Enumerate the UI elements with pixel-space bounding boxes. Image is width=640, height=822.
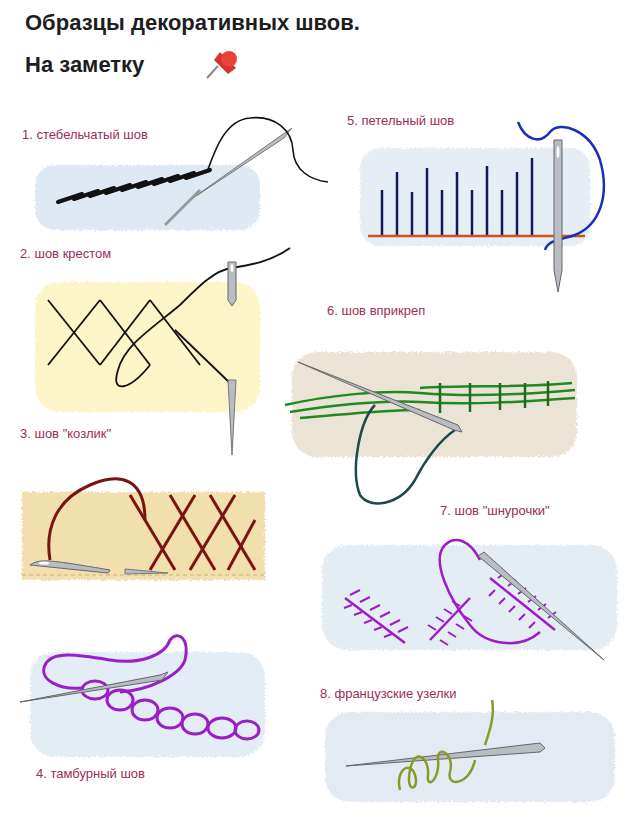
- french-knot: [325, 700, 615, 802]
- couching-stitch: [285, 352, 577, 503]
- cord-stitch: [322, 540, 617, 660]
- stitch-label: 5. петельный шов: [345, 113, 456, 128]
- page-subtitle: На заметку: [25, 52, 144, 78]
- stitch-label: 7. шов "шнурочки": [438, 503, 552, 518]
- stitch-label: 6. шов вприкреп: [325, 303, 427, 318]
- blanket-stitch: [360, 122, 604, 292]
- stitch-label: 4. тамбурный шов: [34, 766, 147, 781]
- page-title: Образцы декоративных швов.: [25, 10, 360, 36]
- cross-stitch: [35, 248, 290, 455]
- stitch-label: 8. французские узелки: [318, 686, 459, 701]
- stitch-label: 3. шов "козлик": [18, 426, 113, 441]
- herringbone-stitch: [22, 479, 265, 580]
- stitch-label: 1. стебельчатый шов: [20, 127, 150, 142]
- stitch-label: 2. шов крестом: [18, 246, 113, 261]
- pin-icon: [207, 51, 237, 78]
- chain-stitch: [20, 636, 265, 757]
